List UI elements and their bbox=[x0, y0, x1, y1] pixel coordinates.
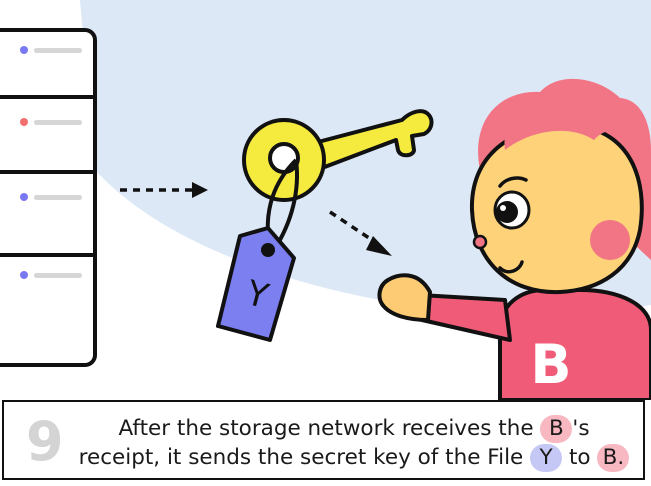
dashed-arrow-icon bbox=[120, 182, 208, 198]
caption-part-4: to bbox=[568, 445, 591, 470]
file-y-chip: Y bbox=[530, 444, 563, 472]
server-slot-3 bbox=[20, 193, 82, 201]
dashed-arrow-icon bbox=[329, 210, 392, 256]
caption-part-3: receipt, it sends the secret key of the … bbox=[78, 445, 524, 470]
caption-part-2: 's bbox=[572, 416, 590, 441]
shirt-letter: B bbox=[530, 333, 571, 396]
file-tag-icon: Y bbox=[216, 158, 299, 342]
user-b-chip: B bbox=[540, 415, 573, 443]
server-slot-1 bbox=[20, 46, 82, 54]
caption-part-1: After the storage network receives the bbox=[118, 416, 534, 441]
scene-svg: Y B bbox=[0, 0, 651, 402]
caption-panel: 9 After the storage network receives the… bbox=[2, 400, 645, 480]
server-slot-2 bbox=[20, 118, 82, 126]
user-b-chip-2: B. bbox=[597, 444, 630, 472]
person-icon: B bbox=[377, 78, 651, 402]
step-number: 9 bbox=[26, 410, 64, 473]
key-icon bbox=[242, 109, 434, 202]
caption-text: After the storage network receives the B… bbox=[74, 414, 634, 472]
server-rack-icon bbox=[0, 28, 97, 367]
server-slot-4 bbox=[20, 271, 82, 279]
